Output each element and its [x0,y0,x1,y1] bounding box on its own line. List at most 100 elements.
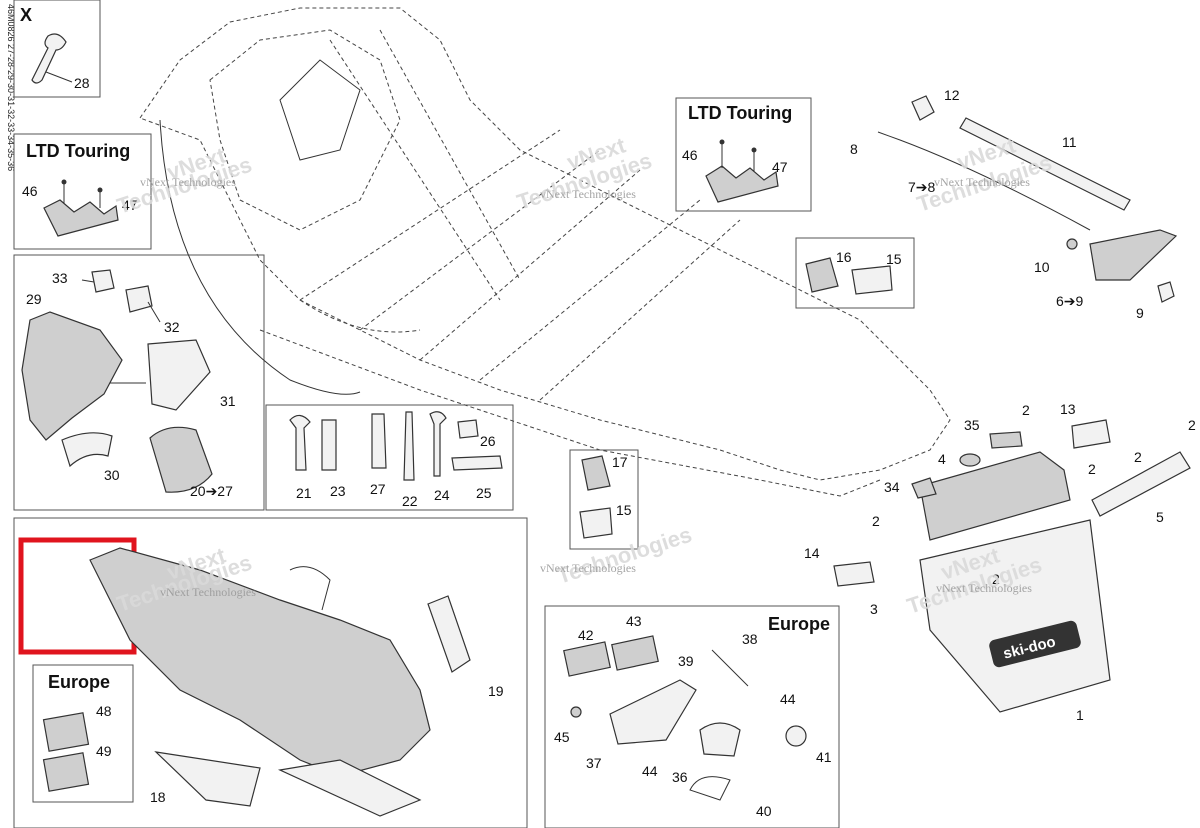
ltd-right-title: LTD Touring [688,103,792,123]
europe-right-title: Europe [768,614,830,634]
box-seat-parts: 29 33 32 31 30 20➔27 [13,254,265,511]
watermark-line2-5: Technologies [554,522,695,589]
label-25: 25 [476,485,492,501]
watermark-small-6: vNext Technologies [936,581,1032,595]
ski-icon [277,759,422,817]
label-23: 23 [330,483,346,499]
rear-flap-group: ski-doo 1 2 2 2 2 2 2 3 4 5 13 14 35 34 [804,401,1196,723]
label-39: 39 [678,653,694,669]
label-19: 19 [488,683,504,699]
label-22: 22 [402,493,418,509]
label-10: 10 [1034,259,1050,275]
tail-light-group: 12 11 8 7➔8 10 6➔9 9 [850,87,1178,321]
label-42: 42 [578,627,594,643]
watermarks: vNext Technologies vNext Technologies vN… [114,132,1055,619]
label-46-left: 46 [22,183,38,199]
clip-16-icon [805,257,839,293]
label-26: 26 [480,433,496,449]
decal-13-icon [1071,419,1111,449]
clip-15-b-icon [579,507,613,539]
bulb-12-icon [911,95,935,121]
decal-34-icon [911,477,937,499]
watermark-small-5: vNext Technologies [540,561,636,575]
label-41: 41 [816,749,832,765]
belt-25-icon [451,455,503,471]
screwdriver-22-icon [403,411,415,481]
clip-26-icon [457,419,479,439]
label-40: 40 [756,803,772,819]
box-x-title: X [20,5,32,25]
clip-15-icon [851,265,893,295]
box-tool-kit: 21 23 27 22 24 25 26 [265,404,514,511]
label-48: 48 [96,703,112,719]
label-9: 9 [1136,305,1144,321]
label-13: 13 [1060,401,1076,417]
label-44-a: 44 [780,691,796,707]
label-8: 8 [850,141,858,157]
fuse-23-icon [321,419,337,471]
handle-bracket-right-icon [705,165,779,203]
label-17: 17 [612,454,628,470]
wrench-24-icon [429,411,447,477]
label-34: 34 [884,479,900,495]
wrench-21-icon [289,414,311,471]
ltd-left-title: LTD Touring [26,141,130,161]
decal-49-icon [42,752,90,792]
box-vehicle: 19 18 [13,517,528,828]
pin-38-icon [711,649,749,687]
watermark-small-4: vNext Technologies [160,585,256,599]
label-15-a: 15 [886,251,902,267]
hitch-plate-icon [609,679,697,745]
label-32: 32 [164,319,180,335]
label-30: 30 [104,467,120,483]
nut-10-icon [1066,238,1078,250]
chassis-frame [139,7,951,497]
label-35: 35 [964,417,980,433]
label-5: 5 [1156,509,1164,525]
label-6-9: 6➔9 [1056,293,1084,309]
label-47-left: 47 [122,197,138,213]
cap-33-icon [91,269,115,293]
decal-35-icon [989,431,1023,449]
fuse-27-icon [371,413,387,469]
decal-14-icon [833,561,875,587]
label-33: 33 [52,270,68,286]
label-37: 37 [586,755,602,771]
label-38: 38 [742,631,758,647]
label-29: 29 [26,291,42,307]
label-14: 14 [804,545,820,561]
label-20-27: 20➔27 [190,483,233,499]
harness-8-icon [877,131,1091,231]
snowmobile-icon [89,547,431,777]
rail-5-icon [1091,451,1191,517]
label-49: 49 [96,743,112,759]
label-15-b: 15 [616,502,632,518]
box-x: X 28 [13,0,101,98]
pad-18-icon [154,751,261,807]
clip-17-icon [581,455,611,491]
label-2-f: 2 [992,571,1000,587]
cap-32-icon [125,285,153,313]
label-2-a: 2 [1022,402,1030,418]
clamp-36-icon [699,722,741,757]
box-clips-15-17: 17 15 [569,449,639,550]
strip-11-icon [959,117,1131,211]
label-44-b: 44 [642,763,658,779]
watermark-small-3: vNext Technologies [934,175,1030,189]
label-12: 12 [944,87,960,103]
decal-42-icon [563,641,611,677]
label-2-e: 2 [872,513,880,529]
box-ltd-touring-left: LTD Touring 46 47 [13,133,152,250]
label-24: 24 [434,487,450,503]
windshield-19-icon [427,595,471,673]
box-clips-15-16: 16 15 [795,237,915,309]
label-7-8: 7➔8 [908,179,936,195]
tail-light-icon [1089,229,1178,281]
watermark-small-1: vNext Technologies [140,175,236,189]
label-43: 43 [626,613,642,629]
label-45: 45 [554,729,570,745]
pin-wrench-icon [31,33,67,84]
box-ltd-touring-right: LTD Touring 46 47 [675,97,812,212]
decal-48-icon [42,712,90,752]
